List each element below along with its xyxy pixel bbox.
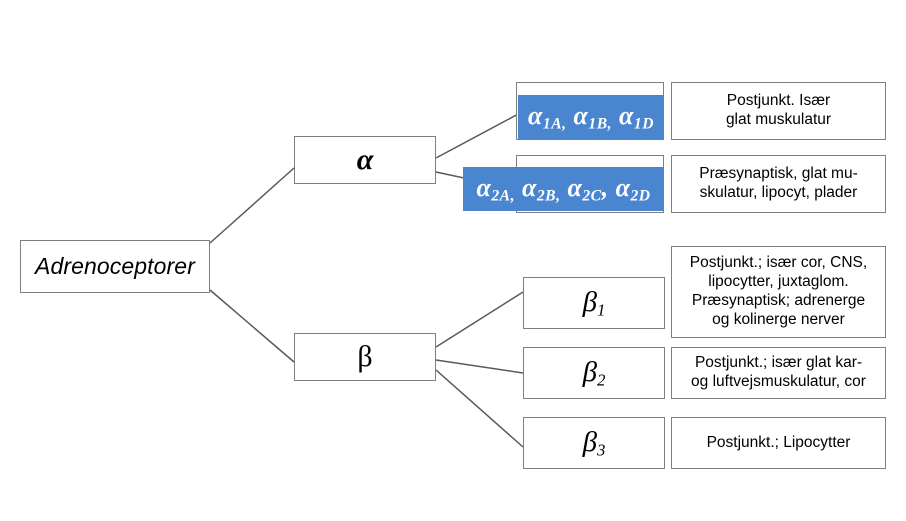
- beta1-label: β1: [582, 285, 606, 320]
- connector-root-to-beta: [209, 289, 295, 363]
- node-alpha2-description[interactable]: Præsynaptisk, glat mu- skulatur, lipocyt…: [671, 155, 886, 213]
- highlight-alpha2[interactable]: α2A, α2B, α2C, α2D: [463, 167, 664, 211]
- node-beta[interactable]: β: [294, 333, 436, 381]
- connector-alpha-to-alpha1: [435, 111, 523, 159]
- node-alpha1-description[interactable]: Postjunkt. Især glat muskulatur: [671, 82, 886, 140]
- connector-beta-to-beta3: [435, 369, 524, 448]
- highlight-alpha1[interactable]: α1A, α1B, α1D: [518, 95, 664, 139]
- node-beta1-subtype[interactable]: β1: [523, 277, 665, 329]
- node-alpha-label: α: [356, 143, 374, 176]
- beta3-label: β3: [582, 425, 606, 460]
- node-beta-label: β: [357, 340, 373, 373]
- beta2-label: β2: [582, 355, 606, 390]
- beta1-description-text: Postjunkt.; især cor, CNS, lipocytter, j…: [689, 254, 868, 328]
- node-beta3-subtype[interactable]: β3: [523, 417, 665, 469]
- connector-root-to-alpha: [209, 167, 295, 244]
- alpha2-description-text: Præsynaptisk, glat mu- skulatur, lipocyt…: [699, 165, 858, 201]
- node-adrenoceptorer[interactable]: Adrenoceptorer: [20, 240, 210, 293]
- node-adrenoceptorer-label: Adrenoceptorer: [35, 253, 195, 279]
- node-beta2-subtype[interactable]: β2: [523, 347, 665, 399]
- alpha2-label: α2A, α2B, α2C, α2D: [476, 172, 651, 205]
- connector-beta-to-beta2: [435, 359, 524, 374]
- node-alpha[interactable]: α: [294, 136, 436, 184]
- beta3-description-text: Postjunkt.; Lipocytter: [706, 433, 851, 451]
- node-beta2-description[interactable]: Postjunkt.; især glat kar- og luftvejsmu…: [671, 347, 886, 399]
- alpha1-label: α1A, α1B, α1D: [528, 100, 654, 133]
- node-beta3-description[interactable]: Postjunkt.; Lipocytter: [671, 417, 886, 469]
- alpha1-description-text: Postjunkt. Især glat muskulatur: [725, 92, 832, 128]
- node-beta1-description[interactable]: Postjunkt.; især cor, CNS, lipocytter, j…: [671, 246, 886, 338]
- connector-beta-to-beta1: [435, 291, 524, 348]
- beta2-description-text: Postjunkt.; især glat kar- og luftvejsmu…: [691, 354, 866, 390]
